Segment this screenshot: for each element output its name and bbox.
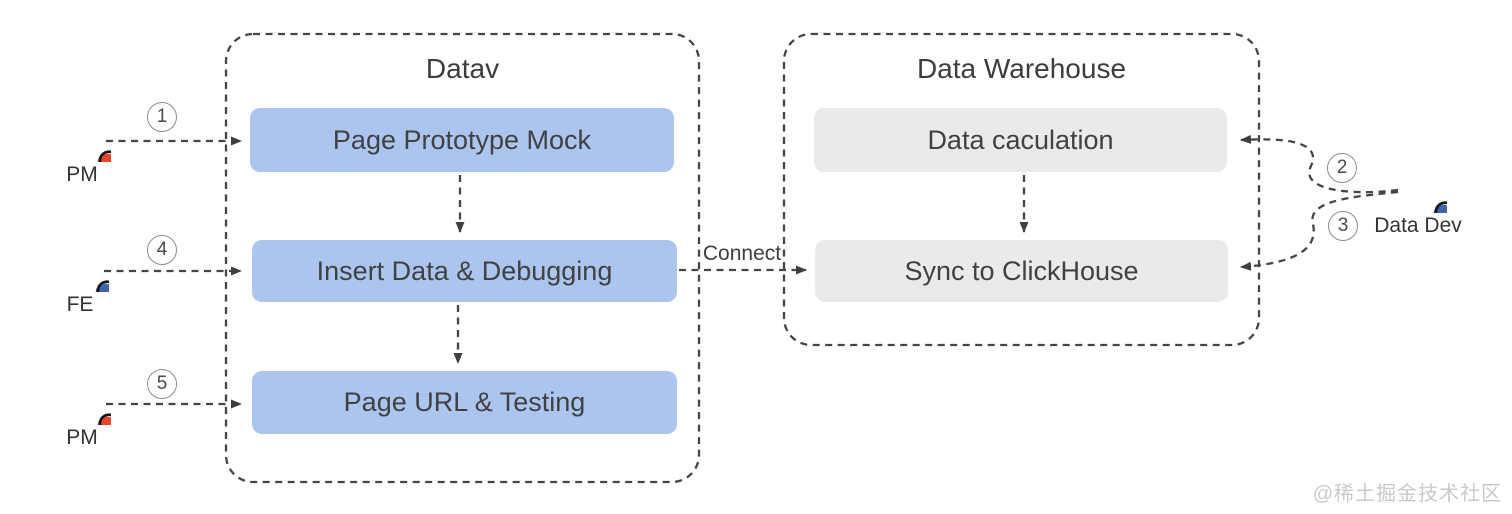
node-insert-data-debugging: Insert Data & Debugging (252, 240, 677, 302)
person-icon-blue (51, 240, 109, 292)
arrow-datadev-to-calc (1240, 134, 1399, 194)
person-icon-red (53, 373, 111, 425)
actor-pm-top: PM (32, 110, 132, 187)
actor-label-fe: FE (66, 293, 94, 316)
step-badge-4: 4 (147, 235, 177, 265)
node-page-prototype-mock: Page Prototype Mock (250, 108, 674, 172)
watermark: @稀土掘金技术社区 (1312, 483, 1502, 505)
actor-pm-bottom: PM (32, 373, 132, 450)
container-title-warehouse: Data Warehouse (916, 53, 1127, 84)
step-badge-2: 2 (1327, 153, 1357, 183)
actor-label-pm-bottom: PM (66, 426, 98, 449)
node-sync-to-clickhouse: Sync to ClickHouse (815, 240, 1228, 302)
actor-label-pm-top: PM (66, 163, 98, 186)
actor-label-data-dev: Data Dev (1374, 214, 1462, 237)
connect-label: Connect (702, 242, 782, 265)
actor-data-dev: Data Dev (1368, 161, 1468, 238)
container-outline-warehouse (782, 32, 1261, 347)
arrow-datadev-to-sync (1240, 190, 1399, 271)
container-title-datav: Datav (425, 53, 500, 84)
node-data-calculation: Data caculation (814, 108, 1227, 172)
container-outline-datav (224, 32, 701, 484)
step-badge-3: 3 (1328, 211, 1358, 241)
node-page-url-testing: Page URL & Testing (252, 371, 677, 434)
step-badge-1: 1 (147, 102, 177, 132)
actor-fe: FE (30, 240, 130, 317)
person-icon-blue (1389, 161, 1447, 213)
step-badge-5: 5 (147, 369, 177, 399)
person-icon-red (53, 110, 111, 162)
